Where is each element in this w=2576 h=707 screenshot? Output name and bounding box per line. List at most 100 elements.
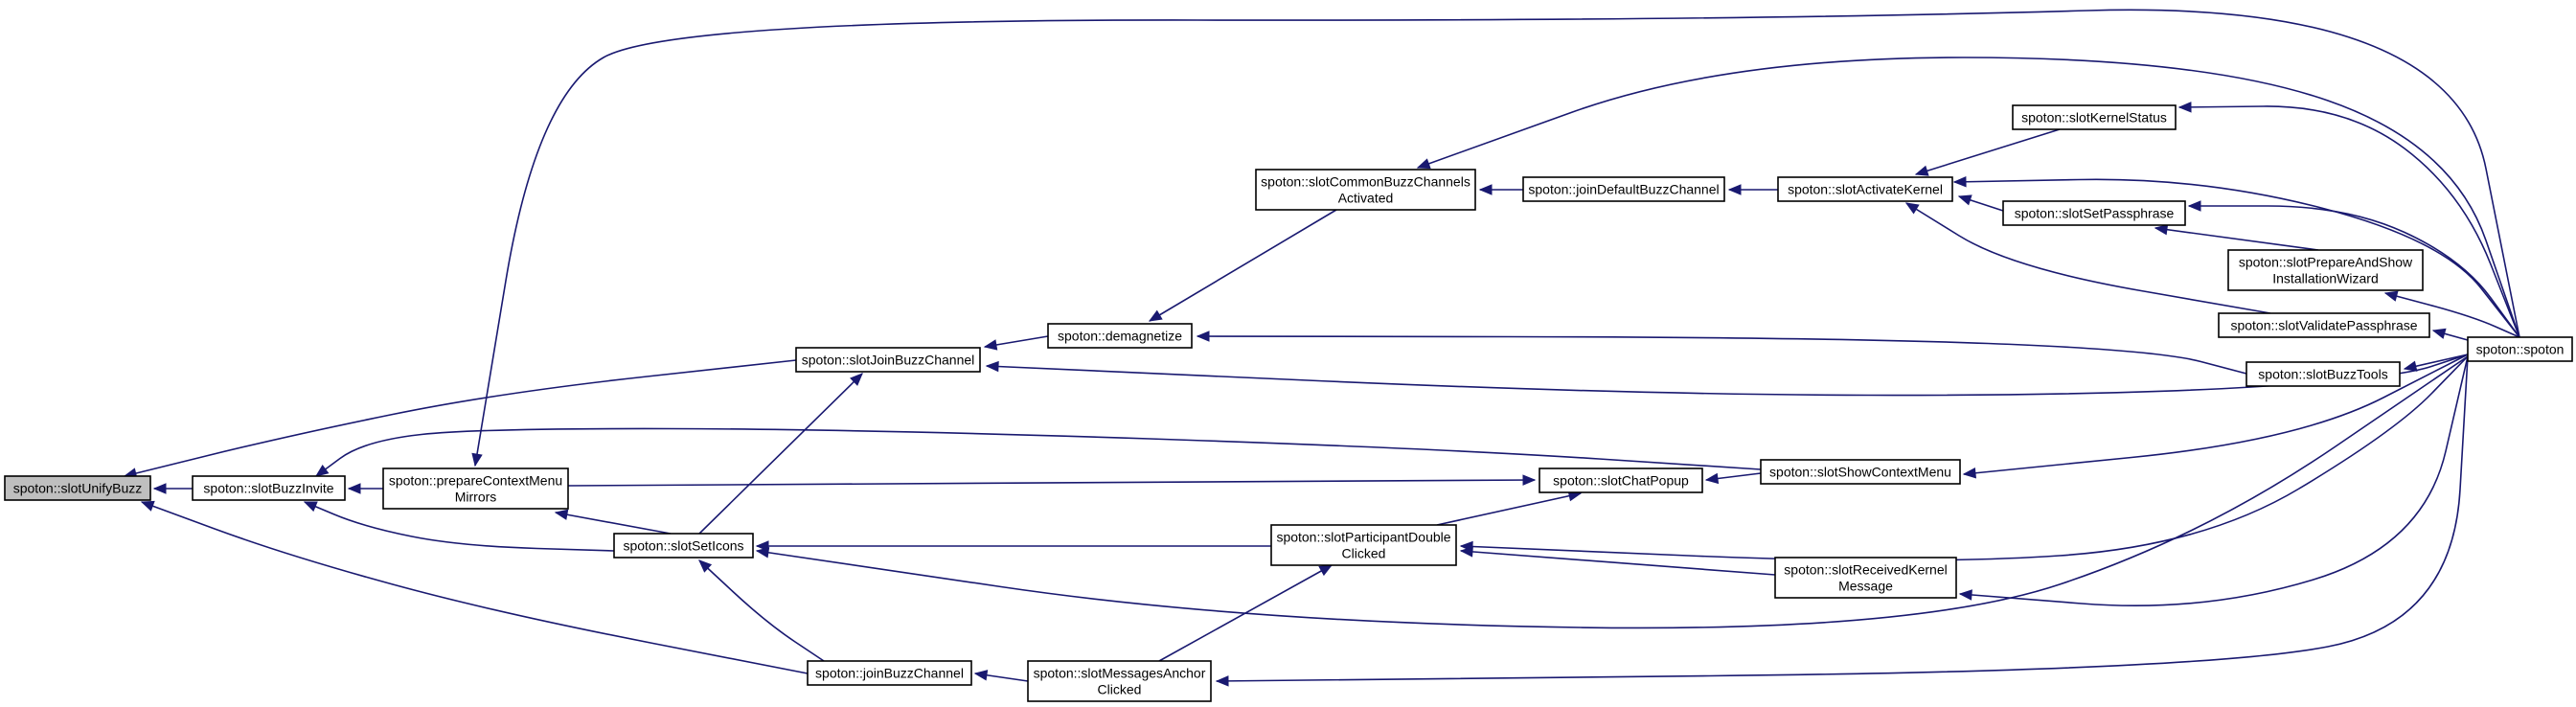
edge-buzzinvite-to-unifybuzz — [152, 483, 193, 494]
edge-line — [304, 501, 615, 552]
node-label: spoton::slotCommonBuzzChannels — [1261, 174, 1470, 190]
node-label: spoton::joinDefaultBuzzChannel — [1528, 182, 1719, 197]
arrow-head-icon — [140, 500, 155, 512]
edge-msganchor-to-participant — [1158, 564, 1334, 662]
arrow-head-icon — [1318, 564, 1334, 577]
node-box — [1539, 468, 1703, 493]
edge-buzztools-to-demagnetize — [1196, 331, 2247, 375]
arrow-head-icon — [2403, 360, 2418, 372]
edge-spoton-to-msganchor — [1215, 355, 2469, 687]
node-joinbuzzch_slot[interactable]: spoton::slotJoinBuzzChannel — [795, 347, 981, 373]
edge-line — [1197, 335, 2247, 375]
edge-msganchor-to-joinbuzzch — [973, 670, 1029, 682]
arrow-head-icon — [152, 483, 167, 494]
node-label: spoton::demagnetize — [1058, 329, 1182, 344]
edge-spoton-to-buzztools — [2403, 354, 2469, 372]
edge-joinbuzzch_slot-to-unifybuzz — [123, 359, 797, 479]
edges-layer — [123, 9, 2520, 687]
arrow-head-icon — [471, 452, 483, 468]
edge-line — [1149, 209, 1337, 322]
arrow-head-icon — [2177, 102, 2192, 113]
node-label: InstallationWizard — [2272, 271, 2379, 286]
nodes-layer: spoton::slotUnifyBuzz spoton::slotBuzzInv… — [4, 104, 2573, 702]
edge-line — [756, 355, 2469, 629]
edge-line — [1417, 57, 2520, 338]
edge-spoton-to-kernelstatus — [2177, 102, 2520, 338]
node-box — [2245, 361, 2401, 387]
edge-line — [1905, 202, 2271, 314]
edge-recvkernel-to-participant — [1459, 546, 1776, 576]
node-joindefault[interactable]: spoton::joinDefaultBuzzChannel — [1522, 176, 1725, 202]
node-label: spoton::slotShowContextMenu — [1769, 465, 1951, 480]
edge-line — [2384, 292, 2520, 338]
arrow-head-icon — [985, 360, 999, 373]
edge-commonbuzz-to-demagnetize — [1148, 209, 1337, 322]
node-activatekernel[interactable]: spoton::slotActivateKernel — [1777, 176, 1953, 202]
arrow-head-icon — [1196, 331, 1210, 342]
node-box — [613, 533, 754, 559]
node-label: spoton::slotBuzzInvite — [203, 481, 333, 496]
arrow-head-icon — [973, 670, 989, 681]
node-box — [2002, 200, 2186, 226]
arrow-head-icon — [314, 464, 330, 477]
node-seticons[interactable]: spoton::slotSetIcons — [613, 533, 754, 559]
node-setpass[interactable]: spoton::slotSetPassphrase — [2002, 200, 2186, 226]
node-unifybuzz[interactable]: spoton::slotUnifyBuzz — [4, 475, 151, 501]
arrow-head-icon — [1914, 165, 1929, 176]
edge-line — [567, 479, 1536, 487]
edge-line — [1915, 128, 2061, 175]
edge-line — [1953, 178, 2520, 338]
node-box — [1777, 176, 1953, 202]
arrow-head-icon — [2431, 328, 2447, 339]
node-chatpopup[interactable]: spoton::slotChatPopup — [1539, 468, 1703, 493]
node-box — [807, 660, 972, 686]
node-box — [382, 468, 569, 510]
node-label: spoton::spoton — [2476, 342, 2565, 357]
edge-seticons-to-joinbuzzch_slot — [698, 373, 863, 535]
node-label: spoton::prepareContextMenu — [389, 473, 562, 489]
edge-line — [555, 512, 672, 535]
arrow-head-icon — [983, 339, 998, 351]
node-buzzinvite[interactable]: spoton::slotBuzzInvite — [192, 475, 346, 501]
node-box — [1255, 169, 1476, 211]
edge-line — [2154, 227, 2319, 251]
edge-line — [141, 501, 809, 674]
node-validatepass[interactable]: spoton::slotValidatePassphrase — [2218, 312, 2430, 338]
node-kernelstatus[interactable]: spoton::slotKernelStatus — [2012, 104, 2177, 130]
arrow-head-icon — [1704, 472, 1720, 485]
node-box — [1270, 524, 1457, 566]
node-box — [1774, 557, 1957, 599]
node-label: spoton::slotParticipantDouble — [1276, 530, 1450, 545]
arrow-head-icon — [1957, 194, 1972, 206]
node-label: spoton::slotChatPopup — [1553, 473, 1689, 489]
node-buzztools[interactable]: spoton::slotBuzzTools — [2245, 361, 2401, 387]
node-label: spoton::slotValidatePassphrase — [2230, 318, 2417, 333]
edge-validatepass-to-activatekernel — [1904, 202, 2271, 314]
edge-spoton-to-validatepass — [2431, 328, 2469, 341]
edge-spoton-to-seticons — [755, 355, 2469, 629]
edge-line — [2178, 105, 2520, 338]
node-demagnetize[interactable]: spoton::demagnetize — [1047, 323, 1193, 349]
edge-line — [1216, 355, 2469, 682]
node-showctx[interactable]: spoton::slotShowContextMenu — [1760, 459, 1961, 485]
arrow-head-icon — [1148, 309, 1163, 322]
node-label: spoton::slotPrepareAndShow — [2239, 255, 2413, 270]
arrow-head-icon — [1459, 540, 1473, 553]
arrow-head-icon — [755, 547, 770, 559]
arrow-head-icon — [2187, 200, 2201, 212]
node-label: spoton::slotBuzzTools — [2258, 367, 2387, 382]
node-prepwizard[interactable]: spoton::slotPrepareAndShowInstallationWi… — [2227, 249, 2424, 291]
node-label: Clicked — [1342, 546, 1386, 561]
node-joinbuzzch[interactable]: spoton::joinBuzzChannel — [807, 660, 972, 686]
node-spoton[interactable]: spoton::spoton — [2467, 336, 2573, 362]
node-box — [2227, 249, 2424, 291]
edge-seticons-to-prepctx — [554, 509, 672, 535]
edge-participant-to-chatpopup — [1436, 490, 1583, 526]
edge-joinbuzzch-to-unifybuzz — [140, 500, 809, 674]
